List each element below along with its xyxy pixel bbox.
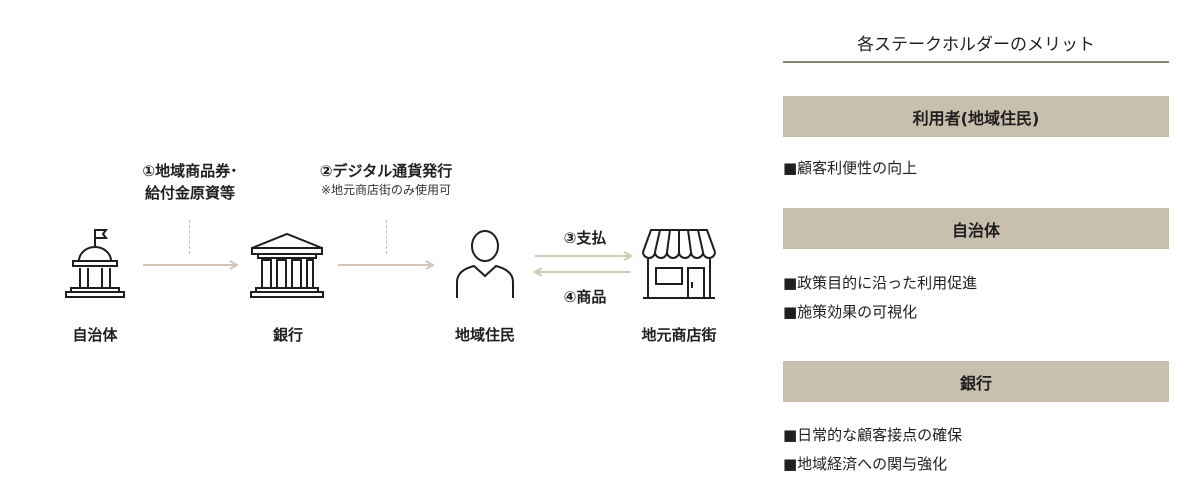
step-1-line2: 給付金原資等 <box>144 184 235 202</box>
panel-title: 各ステークホルダーのメリット <box>857 35 1095 55</box>
section-heading-bank: 銀行 <box>783 361 1169 402</box>
node-label-residents: 地域住民 <box>454 326 515 344</box>
step-2-label: ②デジタル通貨発行 ※地元商店街のみ使用可 <box>300 160 472 198</box>
step-4-label: ④商品 <box>563 288 607 306</box>
connector-step-2 <box>386 220 387 254</box>
storefront-icon <box>640 226 718 302</box>
merit-item: ■政策目的に沿った利用促進 <box>783 274 978 292</box>
city-hall-icon <box>62 226 128 300</box>
step-2-line1: ②デジタル通貨発行 <box>319 162 453 180</box>
node-label-bank: 銀行 <box>272 326 303 344</box>
merit-item: ■顧客利便性の向上 <box>783 159 918 177</box>
step-1-label: ①地域商品券･ 給付金原資等 <box>110 160 270 204</box>
arrow-bank-to-resident <box>338 260 436 270</box>
step-1-line1: ①地域商品券･ <box>142 162 238 180</box>
connector-step-1 <box>189 220 190 254</box>
arrow-shop-to-resident <box>532 267 630 277</box>
panel-divider <box>783 61 1169 63</box>
arrow-govt-to-bank <box>143 260 240 270</box>
bank-icon <box>248 230 326 300</box>
node-label-shops: 地元商店街 <box>641 326 717 344</box>
node-label-govt: 自治体 <box>72 326 118 344</box>
section-heading-govt: 自治体 <box>783 208 1169 249</box>
merit-item: ■日常的な顧客接点の確保 <box>783 426 963 444</box>
arrow-resident-to-shop <box>535 251 634 261</box>
flow-arrows <box>143 251 634 277</box>
merit-item: ■地域経済への関与強化 <box>783 455 948 473</box>
merit-item: ■施策効果の可視化 <box>783 303 918 321</box>
section-heading-users: 利用者(地域住民) <box>783 96 1169 137</box>
step-3-label: ③支払 <box>563 229 607 247</box>
step-2-note: ※地元商店街のみ使用可 <box>320 183 452 197</box>
person-icon <box>452 228 518 300</box>
